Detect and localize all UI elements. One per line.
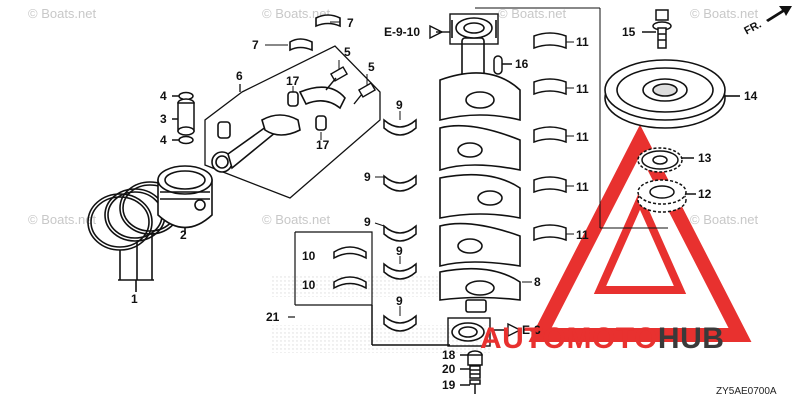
callout-6: 6	[236, 69, 243, 83]
brand-watermark: AUTOMOTOHUB	[480, 322, 724, 356]
callout-20: 20	[442, 362, 456, 376]
watermark: © Boats.net	[690, 6, 759, 21]
callout-4: 4	[160, 89, 167, 103]
callout-8: 8	[534, 275, 541, 289]
callout-17: 17	[316, 138, 330, 152]
diagram-code: ZY5AE0700A	[716, 386, 777, 397]
callout-14: 14	[744, 89, 758, 103]
woodruff-key-icon	[493, 55, 512, 75]
callout-3: 3	[160, 112, 167, 126]
piston-icon	[157, 165, 213, 234]
callout-9: 9	[364, 215, 371, 229]
callout-9: 9	[364, 170, 371, 184]
watermark: © Boats.net	[690, 212, 759, 227]
callout-18: 18	[442, 348, 456, 362]
callout-19: 19	[442, 378, 456, 392]
callout-21: 21	[266, 310, 280, 324]
callout-13: 13	[698, 151, 712, 165]
watermark: © Boats.net	[262, 6, 331, 21]
watermark: © Boats.net	[262, 212, 331, 227]
callout-11: 11	[576, 180, 589, 194]
front-arrow-icon	[766, 6, 792, 22]
rod-cap-icon	[289, 14, 346, 110]
pulley-bolt-icon	[642, 9, 672, 49]
callout-7: 7	[252, 38, 259, 52]
leader-lines	[374, 111, 401, 316]
triangle-logo-icon	[528, 124, 752, 342]
callout-4: 4	[160, 133, 167, 147]
brand-part-3: HUB	[657, 322, 725, 355]
callout-1: 1	[131, 292, 138, 306]
callout-11: 11	[576, 228, 589, 242]
callout-12: 12	[698, 187, 712, 201]
crank-gear-icon	[637, 179, 696, 213]
reference-arrow-icon	[429, 24, 522, 338]
callout-9: 9	[396, 98, 403, 112]
oil-seal-icon	[449, 13, 499, 45]
main-bearing-icon	[383, 118, 417, 332]
leader-lines	[265, 21, 368, 140]
watermark: © Boats.net	[28, 6, 97, 21]
reference-label-bottom: E-3	[522, 323, 541, 337]
callout-5: 5	[344, 45, 351, 59]
callout-16: 16	[515, 57, 529, 71]
leader-lines	[566, 41, 574, 235]
callout-10: 10	[302, 249, 316, 263]
callout-11: 11	[576, 130, 589, 144]
callout-2: 2	[180, 228, 187, 242]
pulley-icon	[604, 59, 740, 129]
callout-9: 9	[396, 294, 403, 308]
connecting-rod-group	[204, 45, 381, 199]
callout-10: 10	[302, 278, 316, 292]
piston-pin-icon	[172, 91, 195, 145]
reference-label-top: E-9-10	[384, 25, 421, 39]
callout-11: 11	[576, 82, 589, 96]
watermark: © Boats.net	[28, 212, 97, 227]
fitting-icon	[371, 305, 483, 394]
watermark: © Boats.net	[498, 6, 567, 21]
callout-5: 5	[368, 60, 375, 74]
rod-bolt-icon	[325, 66, 377, 105]
leader-lines	[475, 7, 668, 283]
oil-seal-icon	[447, 317, 491, 347]
connecting-rod-icon	[211, 91, 327, 173]
callout-9: 9	[396, 244, 403, 258]
callout-15: 15	[622, 25, 636, 39]
callout-11: 11	[576, 35, 589, 49]
callout-17: 17	[286, 74, 300, 88]
callout-7: 7	[347, 16, 354, 30]
crankpin-bearing-icon	[533, 32, 567, 242]
crankshaft-icon	[439, 37, 521, 313]
timing-sprocket-icon	[637, 147, 694, 173]
faint-logo	[270, 275, 490, 353]
brand-part-1: AUTO	[480, 322, 567, 355]
thrust-washer-icon	[333, 246, 367, 290]
thrust-washer-group	[288, 231, 373, 318]
brand-part-2: MOTO	[566, 322, 658, 355]
